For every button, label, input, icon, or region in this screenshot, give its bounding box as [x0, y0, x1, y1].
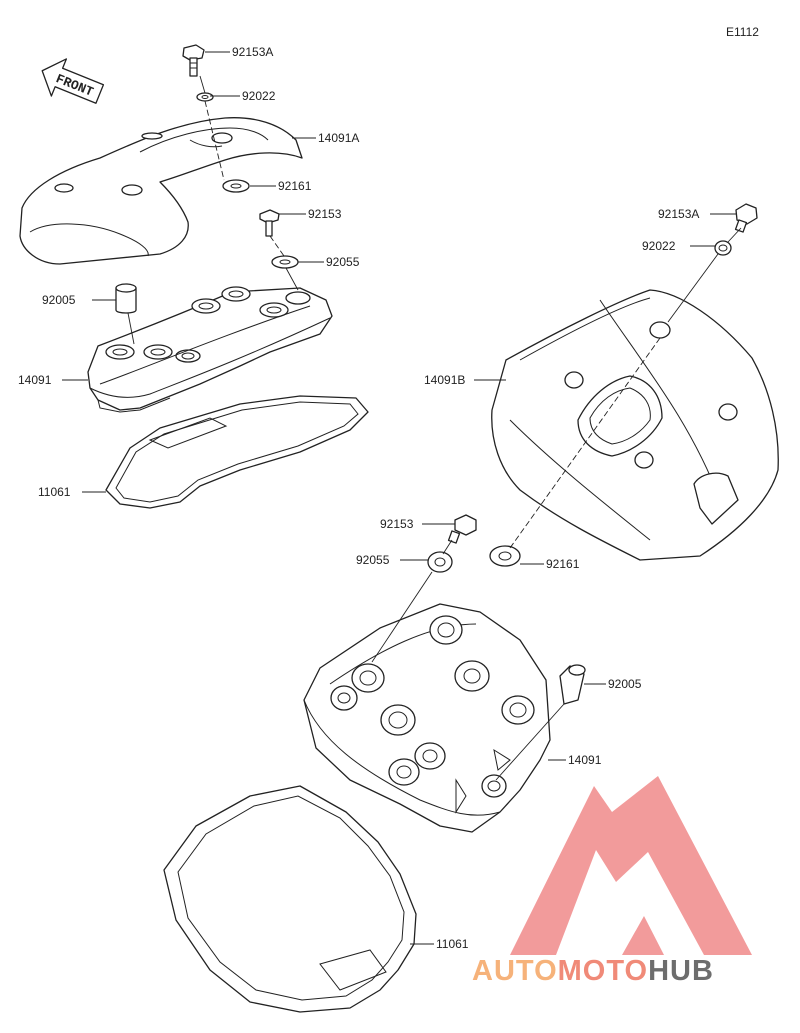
callout-14091-right: 14091: [568, 753, 602, 767]
brand-logo-icon: [510, 776, 752, 955]
brand-part-hub: HUB: [648, 955, 714, 987]
washer-92161-left: [222, 179, 250, 193]
dowel-92005-right: [559, 664, 586, 705]
washer-92161-right: [489, 545, 521, 567]
callout-92005-right: 92005: [608, 677, 642, 691]
diagram-code: E1112: [726, 25, 759, 39]
callout-92055-left: 92055: [326, 255, 360, 269]
bolt-92153-right: [447, 514, 477, 544]
callout-92153a-left: 92153A: [232, 45, 273, 59]
gasket-11061-left: [105, 395, 369, 509]
callout-14091b: 14091B: [424, 373, 465, 387]
callout-92153-left: 92153: [308, 207, 342, 221]
dowel-92005-left: [115, 283, 137, 314]
washer-92022-left: [196, 92, 214, 102]
cover-14091a: [19, 117, 303, 265]
bolt-92153-left: [259, 209, 280, 237]
callout-92161-right: 92161: [546, 557, 580, 571]
callout-14091-left: 14091: [18, 373, 52, 387]
gasket-11061-right: [163, 785, 417, 1013]
callout-11061-left: 11061: [38, 485, 71, 499]
callout-92005-left: 92005: [42, 293, 76, 307]
callout-92022-left: 92022: [242, 89, 276, 103]
head-cover-14091-left: [87, 286, 333, 413]
cover-14091b: [491, 289, 779, 561]
brand-part-moto: MOTO: [558, 955, 648, 987]
callout-92022-right: 92022: [642, 239, 676, 253]
grommet-92055-left: [271, 255, 299, 269]
callout-92161-left: 92161: [278, 179, 312, 193]
callout-11061-right: 11061: [436, 937, 469, 951]
callout-92153a-right: 92153A: [658, 207, 699, 221]
head-cover-14091-right: [303, 603, 551, 833]
brand-wordmark: AUTOMOTOHUB: [472, 955, 714, 987]
brand-part-auto: AUTO: [472, 955, 558, 987]
grommet-92055-right: [427, 551, 453, 573]
callout-92153-right: 92153: [380, 517, 414, 531]
callout-92055-right: 92055: [356, 553, 390, 567]
bolt-92153a-right: [734, 203, 758, 233]
callout-14091a: 14091A: [318, 131, 359, 145]
front-arrow-icon: FRONT: [41, 58, 105, 104]
bolt-92153a-left: [182, 44, 205, 77]
washer-92022-right: [714, 240, 732, 256]
